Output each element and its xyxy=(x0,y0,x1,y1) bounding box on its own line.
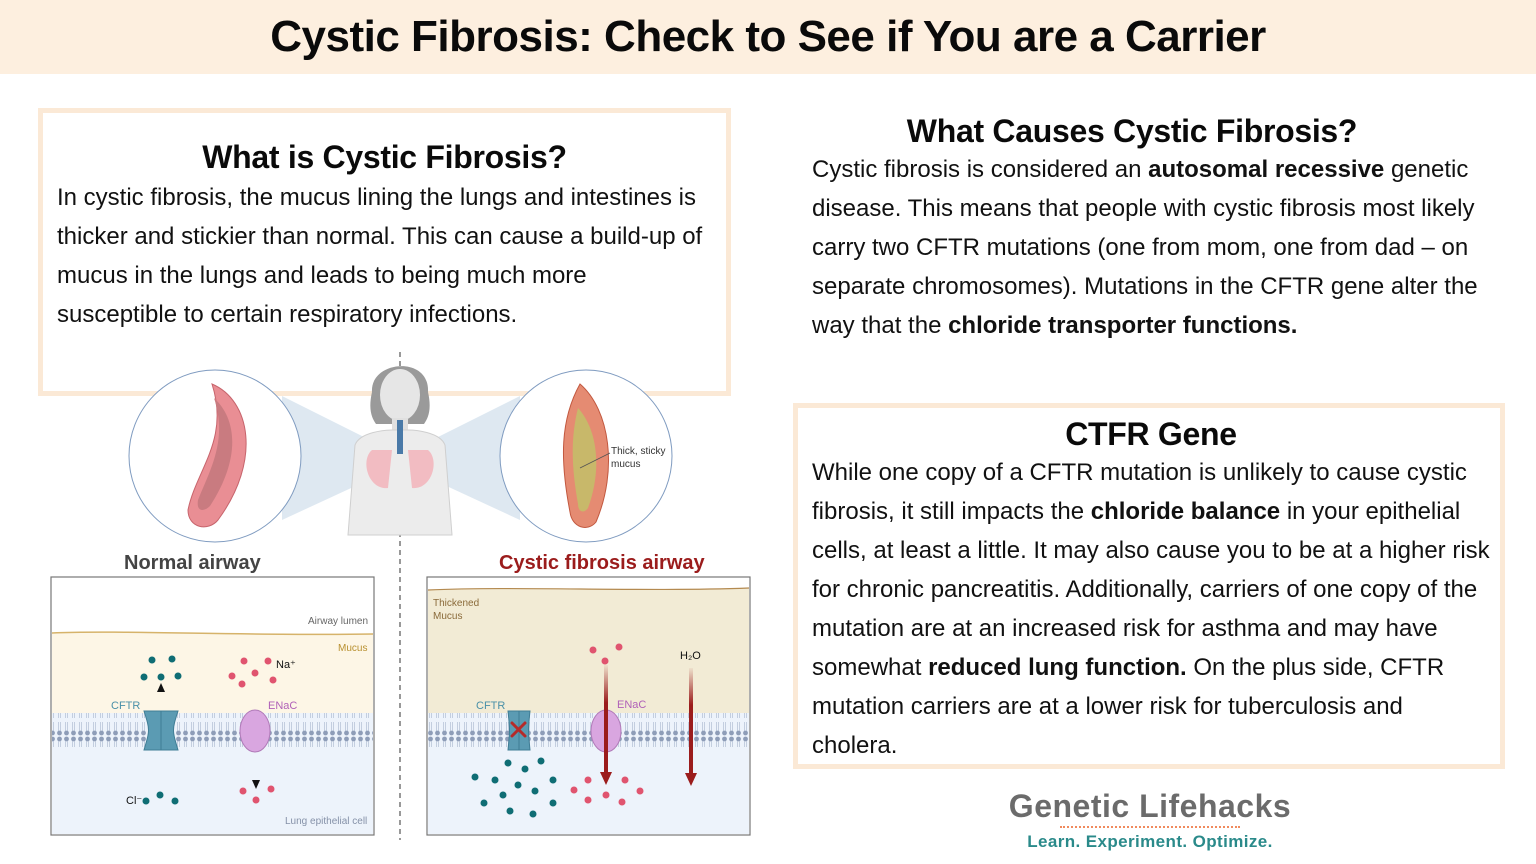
ctfr-gene-heading: CTFR Gene xyxy=(1065,416,1237,452)
bold-chloride-balance: chloride balance xyxy=(1090,498,1281,525)
logo-tagline: Learn. Experiment. Optimize. xyxy=(1027,832,1273,851)
cftr-label-cf: CFTR xyxy=(476,700,506,712)
blocked-x-icon xyxy=(510,721,527,738)
page-title: Cystic Fibrosis: Check to See if You are… xyxy=(270,12,1266,61)
chloride-label: Cl⁻ xyxy=(126,795,143,807)
text-segment: While one copy of a CFTR mutation is unl… xyxy=(812,459,1467,525)
bold-autosomal-recessive: autosomal recessive xyxy=(1148,156,1385,183)
bold-chloride-transporter: chloride transporter functions. xyxy=(948,312,1298,339)
what-is-cf-box: What is Cystic Fibrosis? In cystic fibro… xyxy=(38,108,731,396)
thick-mucus-label: Thick, sticky xyxy=(611,446,665,457)
logo-dots-divider xyxy=(1060,826,1240,830)
what-causes-heading: What Causes Cystic Fibrosis? xyxy=(906,113,1358,149)
mucus-label: Mucus xyxy=(338,643,368,654)
thickened-mucus-label-1: Thickened xyxy=(433,598,480,609)
text-segment: On the plus side, CFTR mutation carriers… xyxy=(812,654,1445,759)
water-label: H₂O xyxy=(680,650,701,662)
text-segment: in your epithelial cells, at least a lit… xyxy=(812,498,1490,681)
lung-epithelial-cell-label: Lung epithelial cell xyxy=(285,816,368,827)
normal-airway-title: Normal airway xyxy=(124,552,261,574)
enac-label-normal: ENaC xyxy=(268,700,298,712)
airway-lumen-label: Airway lumen xyxy=(308,616,369,627)
ctfr-gene-box: CTFR Gene While one copy of a CFTR mutat… xyxy=(793,403,1505,769)
logo-name: Genetic Lifehacks xyxy=(1008,788,1292,824)
what-is-cf-heading: What is Cystic Fibrosis? xyxy=(202,139,567,175)
sodium-label: Na⁺ xyxy=(276,659,296,671)
svg-text:mucus: mucus xyxy=(611,459,640,470)
cf-airway-title: Cystic fibrosis airway xyxy=(499,552,705,574)
what-causes-text: Cystic fibrosis is considered an autosom… xyxy=(812,150,1512,345)
genetic-lifehacks-logo[interactable]: Genetic Lifehacks Learn. Experiment. Opt… xyxy=(1000,788,1300,852)
text-segment: genetic disease. This means that people … xyxy=(812,156,1478,339)
what-is-cf-text: In cystic fibrosis, the mucus lining the… xyxy=(57,184,703,328)
bold-reduced-lung-function: reduced lung function. xyxy=(928,654,1187,681)
text-segment: Cystic fibrosis is considered an xyxy=(812,156,1149,183)
thickened-mucus-label-2: Mucus xyxy=(433,611,463,622)
ctfr-gene-text: While one copy of a CFTR mutation is unl… xyxy=(812,453,1490,765)
header-banner: Cystic Fibrosis: Check to See if You are… xyxy=(0,0,1536,74)
enac-label-cf: ENaC xyxy=(617,699,647,711)
cftr-label-normal: CFTR xyxy=(111,700,141,712)
what-causes-section: What Causes Cystic Fibrosis? Cystic fibr… xyxy=(812,113,1512,345)
